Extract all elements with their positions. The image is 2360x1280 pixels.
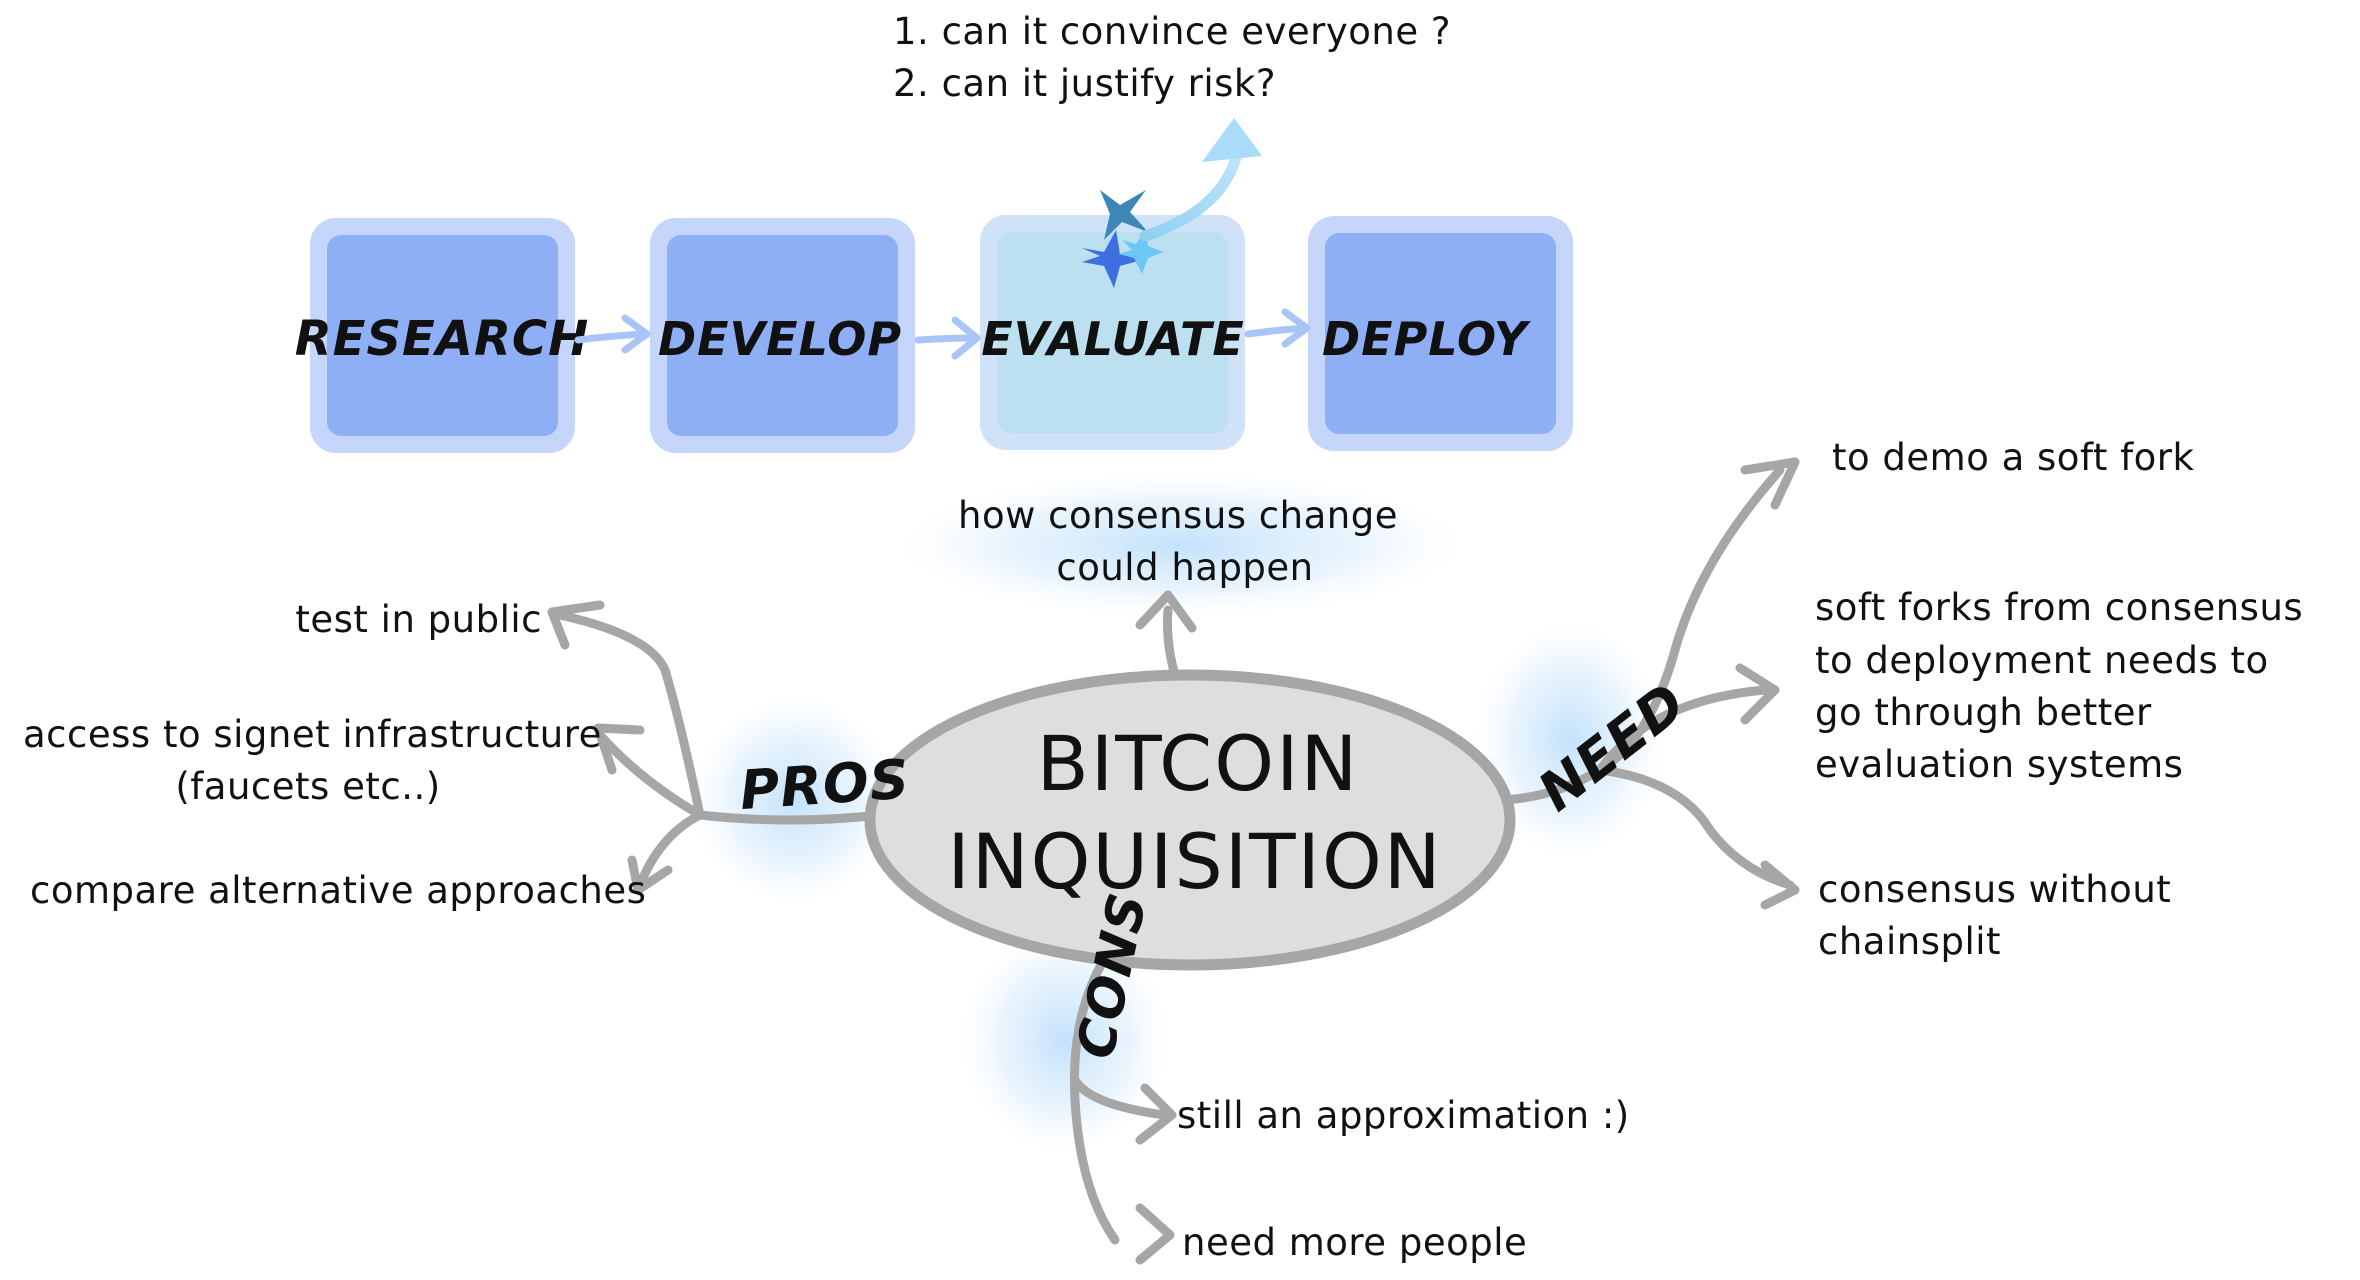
glow-cons xyxy=(955,920,1175,1160)
pros-test-public: test in public xyxy=(295,598,542,641)
step-evaluate-label: EVALUATE xyxy=(981,312,1245,366)
center-title-line1: BITCOIN xyxy=(1037,719,1360,808)
need-eval-line1: soft forks from consensus xyxy=(1815,586,2303,629)
pros-label: PROS xyxy=(738,747,912,822)
center-title-line2: INQUISITION xyxy=(947,817,1442,906)
center-node: BITCOIN INQUISITION xyxy=(864,669,1516,971)
arrow-develop-evaluate xyxy=(914,316,981,360)
process-flow: RESEARCH DEVELOP EVALUATE DEPLOY xyxy=(295,118,1573,453)
need-chain-line1: consensus without xyxy=(1818,868,2171,911)
cons-more-people: need more people xyxy=(1182,1221,1527,1264)
glow-pros xyxy=(685,690,905,910)
cons-approximation: still an approximation :) xyxy=(1177,1094,1630,1137)
need-demo: to demo a soft fork xyxy=(1832,436,2194,479)
step-develop-label: DEVELOP xyxy=(658,312,902,366)
arrow-evaluate-deploy xyxy=(1244,308,1311,348)
pros-signet-line2: (faucets etc..) xyxy=(175,765,440,808)
question-convince: 1. can it convince everyone ? xyxy=(893,10,1451,53)
step-deploy-box: DEPLOY xyxy=(1308,216,1573,451)
step-develop-box: DEVELOP xyxy=(650,218,915,453)
need-eval-line3: go through better xyxy=(1815,691,2152,734)
evaluate-sparkles-icon xyxy=(1082,118,1262,288)
need-eval-line4: evaluation systems xyxy=(1815,743,2183,786)
pros-compare: compare alternative approaches xyxy=(30,869,646,912)
need-eval-line2: to deployment needs to xyxy=(1815,639,2269,682)
pros-signet-line1: access to signet infrastructure xyxy=(23,713,602,756)
need-chain-line2: chainsplit xyxy=(1818,920,2001,963)
step-research-label: RESEARCH xyxy=(295,311,590,367)
arrow-research-develop xyxy=(574,314,651,354)
branch-lines xyxy=(547,457,1800,1265)
top-branch-line1: how consensus change xyxy=(958,494,1398,537)
step-deploy-label: DEPLOY xyxy=(1322,312,1532,366)
top-branch-line2: could happen xyxy=(1056,546,1313,589)
step-evaluate-box: EVALUATE xyxy=(980,215,1245,450)
glow-top-branch xyxy=(880,470,1480,620)
question-justify-risk: 2. can it justify risk? xyxy=(893,62,1276,105)
step-research-box: RESEARCH xyxy=(295,218,590,453)
